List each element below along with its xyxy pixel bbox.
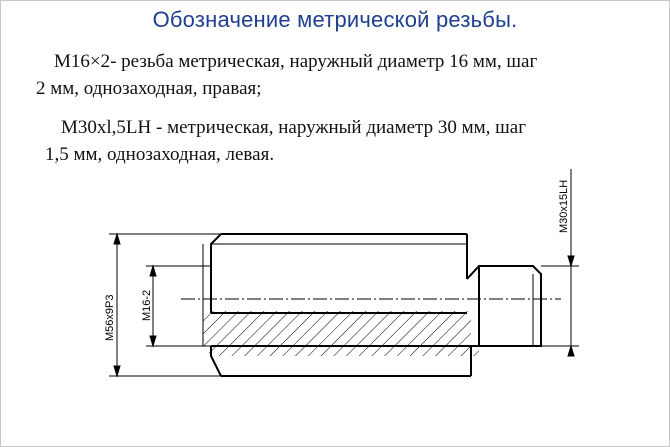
thread-lines (211, 243, 468, 279)
dimension-inner-left (146, 264, 211, 348)
slide-title: Обозначение метрической резьбы. (152, 7, 518, 32)
paragraph-1-line-2: 2 мм, однозаходная, правая; (36, 78, 262, 99)
dimension-right-label: М30х15LН (558, 180, 570, 233)
paragraph-2-line-1: М30xl,5LH - метрическая, наружный диамет… (61, 117, 526, 138)
section-hatch (203, 311, 479, 356)
dimension-right (541, 169, 579, 357)
dimension-outer-left-label: М56х9Р3 (104, 295, 116, 341)
dimension-outer-left (109, 232, 221, 378)
dimension-inner-left-label: М16-2 (141, 290, 153, 321)
paragraph-1-line-1: М16×2- резьба метрическая, наружный диам… (54, 51, 538, 72)
paragraph-2-line-2: 1,5 мм, однозаходная, левая. (45, 144, 275, 165)
